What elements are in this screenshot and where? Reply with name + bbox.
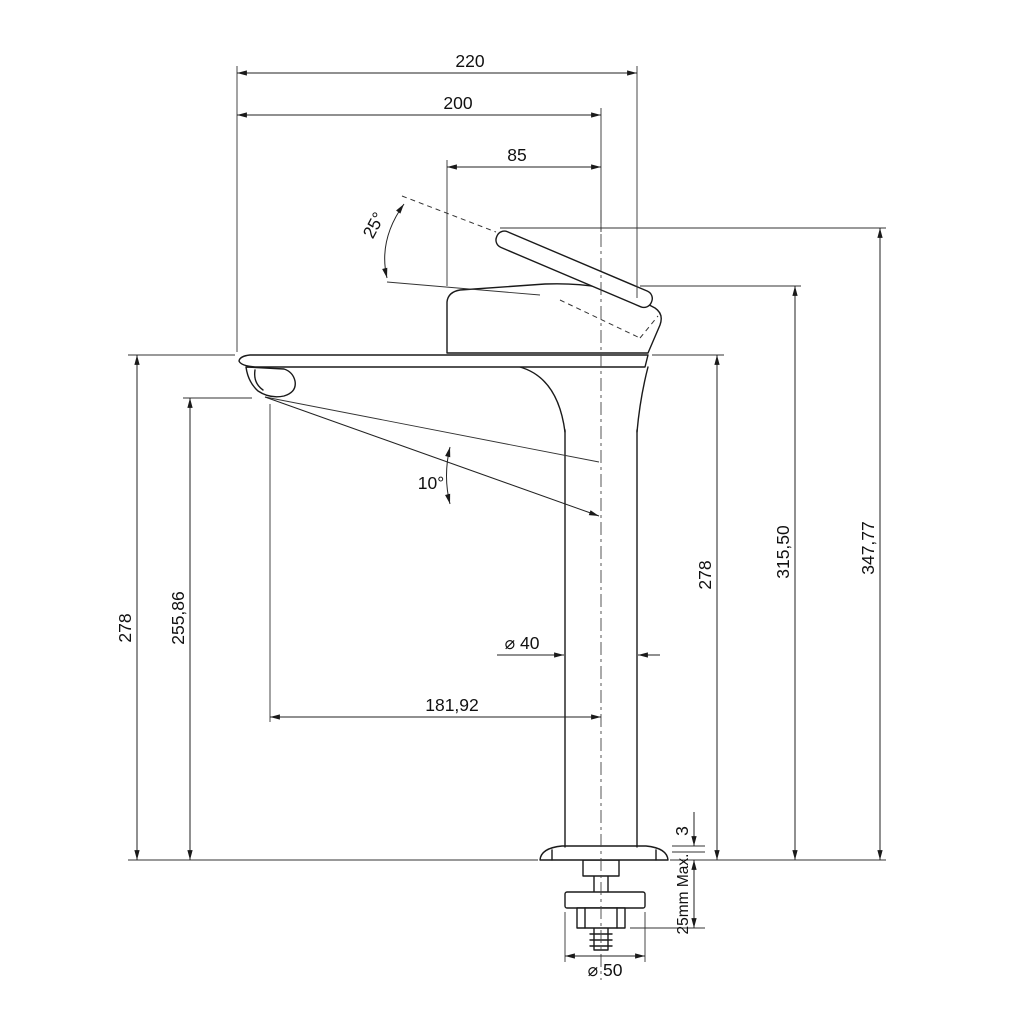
dim-label-278-left: 278 [115, 613, 135, 642]
dim-label-85: 85 [507, 145, 526, 165]
dim-handle-width: 85 [446, 145, 601, 286]
aerator [245, 366, 296, 398]
dim-body-height: 315,50 [640, 285, 801, 860]
dim-base-diameter: ⌀ 50 [564, 912, 646, 980]
dim-label-255-86: 255,86 [168, 591, 188, 645]
dim-counter-max-thickness: 25mm Max. [630, 854, 705, 935]
dim-label-200: 200 [443, 93, 472, 113]
dim-spout-reach: 200 [237, 93, 602, 232]
dim-outlet-reach: 181,92 [269, 404, 601, 722]
dim-column-diameter: ⌀ 40 [497, 633, 660, 658]
lever-handle [495, 230, 653, 309]
dim-label-220: 220 [455, 51, 484, 71]
dim-overall-height: 347,77 [500, 227, 886, 861]
dim-label-10deg: 10° [418, 473, 444, 493]
dim-outlet-height: 255,86 [168, 397, 252, 860]
dim-label-278-right: 278 [695, 560, 715, 589]
dim-label-25deg: 25° [359, 209, 389, 242]
dim-label-dia40: ⌀ 40 [505, 633, 540, 653]
dim-label-347-77: 347,77 [858, 521, 878, 575]
dim-label-315-50: 315,50 [773, 525, 793, 579]
dim-flange-thickness: 3 [672, 812, 705, 853]
dim-height-left: 278 [115, 354, 538, 861]
dim-spout-angle: 10° [264, 396, 600, 517]
dim-label-3: 3 [672, 826, 692, 836]
dim-label-dia50: ⌀ 50 [588, 960, 623, 980]
dim-height-right: 278 [652, 354, 724, 860]
dim-label-25mm-max: 25mm Max. [675, 854, 692, 935]
hidden-cartridge-lines [559, 299, 659, 339]
spout-deck [238, 354, 649, 368]
mounting-washer [564, 891, 646, 909]
base-flange [539, 845, 669, 861]
faucet-outline [238, 210, 669, 980]
dim-label-181-92: 181,92 [425, 695, 479, 715]
